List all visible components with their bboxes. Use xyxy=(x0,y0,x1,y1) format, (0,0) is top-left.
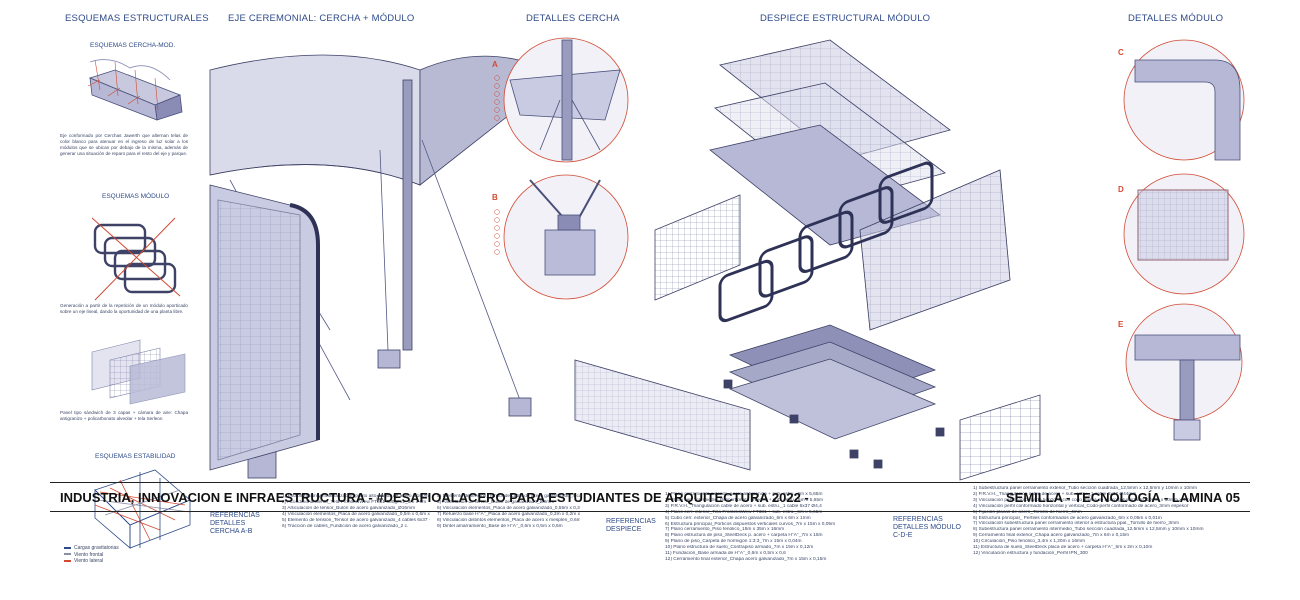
note-line: 3) Articulación de tensor_Bulón de acero… xyxy=(282,505,416,511)
note-line: 12) Cerramiento final exterior_Chapa ace… xyxy=(665,556,827,562)
note-line: 7) Plano cerramiento_Piso fenólico_15m x… xyxy=(665,527,785,533)
legend-label: Cargas gravitatorias xyxy=(74,545,119,551)
note-line: 6) Estructura principal_ Perfiles confor… xyxy=(973,515,1162,521)
note-line: 5) Elemento de tensión_Tensor de cable d… xyxy=(437,494,580,499)
legend-swatch xyxy=(64,553,71,556)
header-detalles-cercha: DETALLES CERCHA xyxy=(526,13,620,24)
header-despiece: DESPIECE ESTRUCTURAL MÓDULO xyxy=(760,13,931,24)
schema-cercha-mod xyxy=(87,59,183,121)
note-line: 2) Plano cerr. intermedio_Policarbonato … xyxy=(665,497,823,503)
note-line: 4) Vinculación perfil conformado horizon… xyxy=(973,503,1189,509)
note-line: 1) Estabilización y materialización punt… xyxy=(282,494,430,499)
note-line: 5) Cubo cerr. exterior_Chapa de acero ga… xyxy=(665,515,811,521)
legend-item: Viento frontal xyxy=(64,552,119,559)
note-line: 5) Fijación placas de acero_Tornillo de … xyxy=(973,509,1082,515)
note-line: 3) P.R.V.H._Triangulación cable de acero… xyxy=(665,503,822,509)
detail-circle-c xyxy=(1123,39,1245,161)
references-despiece: REFERENCIAS DESPIECE xyxy=(606,518,656,533)
note-line: 4) Vinculación elementos_Placa de acero … xyxy=(282,511,430,517)
note-line: 2) P.R.V.H._Triangulación cable de acero… xyxy=(973,491,1137,497)
footer-title: INDUSTRIA, INNOVACION E INFRAESTRUCTURA … xyxy=(60,490,809,505)
legend-swatch xyxy=(64,546,71,549)
notes-ab-col2: 5) Elemento de tensión_Tensor de cable d… xyxy=(437,494,580,529)
despiece-drawing xyxy=(574,39,1041,481)
note-line: 5) Elemento de tensión_Tensor de acero g… xyxy=(282,517,430,523)
detail-letter-b: B xyxy=(492,193,498,202)
legend-item: Viento lateral xyxy=(64,558,119,565)
detail-letter-d: D xyxy=(1118,185,1124,194)
para-modulo: Generación a partir de la repetición de … xyxy=(60,303,188,314)
note-line: 1) Plano cerramiento exterior_Acero anti… xyxy=(665,492,823,497)
detail-letter-a: A xyxy=(492,60,498,69)
note-line: 7) Refuerzo base H°A°_Placa de acero gal… xyxy=(437,511,580,517)
footer-sheet-label: SEMILLA - TECNOLOGÍA - LAMINA 05 xyxy=(1006,490,1240,505)
note-line: 12) Vinculación estructura y fundación_P… xyxy=(973,550,1088,556)
note-line: 10) Circulación_Piso fenólico_3,4m x 1,2… xyxy=(973,539,1085,545)
note-line: 1) Subestructura panel cerramiento exter… xyxy=(973,486,1198,491)
note-line: 10) Plano estructura de suelo_Contrapiso… xyxy=(665,545,814,551)
legend-swatch xyxy=(64,559,71,562)
para-panel: Panel tipo sándwich de 3 capas + cámara … xyxy=(60,410,188,421)
detail-letter-c: C xyxy=(1118,48,1124,57)
sub-estabilidad: ESQUEMAS ESTABILIDAD xyxy=(95,453,176,460)
note-line: 8) Vinculación distintos elementos_Placa… xyxy=(437,517,580,523)
schema-estabilidad xyxy=(94,469,191,549)
note-line: 9) Plano de piso_Carpeta de hormigón 1:3… xyxy=(665,539,802,545)
note-line: 9) Dintel amarramiento_Base de H°A°_0,6m… xyxy=(437,523,563,529)
schema-panel xyxy=(91,339,186,405)
note-line: 7) Vinculación subestructura panel cerra… xyxy=(973,521,1180,527)
header-detalles-modulo: DETALLES MÓDULO xyxy=(1128,13,1224,24)
note-line: 9) Cerramiento final exterior_Chapa acer… xyxy=(973,533,1129,539)
references-ab: REFERENCIAS DETALLES CERCHA A-B xyxy=(210,512,260,535)
note-line: 11) Estructura de suelo_SteelDeck placa … xyxy=(973,545,1153,551)
notes-ab-col1: 1) Estabilización y materialización punt… xyxy=(282,494,430,529)
notes-cde: 1) Subestructura panel cerramiento exter… xyxy=(973,486,1245,557)
note-line: 2) Acondicionamiento_Tela FronteksWew FT… xyxy=(282,499,427,505)
legend-item: Cargas gravitatorias xyxy=(64,545,119,552)
detail-circle-d xyxy=(1123,173,1245,295)
note-line: 8) Subestructura panel cerramiento inter… xyxy=(973,527,1204,533)
note-line: 8) Plano estructura de piso_SteelDeck p.… xyxy=(665,533,823,539)
note-line: 3) Vinculación perfil conformado horizon… xyxy=(973,497,1194,503)
note-line: 4) Plano cerr. interior_Tela FronteksWew… xyxy=(665,509,823,515)
legend-estabilidad: Cargas gravitatorias Viento frontal Vien… xyxy=(64,545,119,565)
para-cercha: Eje conformado por Cerchas Jawerth que a… xyxy=(60,133,188,156)
note-line: 6) Estructura principal_Pórticos dispues… xyxy=(665,521,836,527)
note-line: 6) Vinculación elementos_Placa de acero … xyxy=(437,505,580,511)
note-line: 11) Fundación_Base armada de H°A°_0,6m x… xyxy=(665,551,786,557)
eje-ceremonial-drawing xyxy=(209,54,561,479)
detail-circle-a xyxy=(503,37,629,163)
sub-cercha-mod: ESQUEMAS CERCHA-MOD. xyxy=(90,42,176,49)
detail-letter-e: E xyxy=(1118,320,1124,329)
note-line: 3) Articulación de tensor_Bulón de galva… xyxy=(437,499,555,505)
header-eje-ceremonial: EJE CEREMONIAL: CERCHA + MÓDULO xyxy=(228,13,415,24)
detail-circle-e xyxy=(1125,303,1243,441)
schema-modulo xyxy=(91,217,181,301)
detail-circle-b xyxy=(503,174,629,300)
notes-despiece: 1) Plano cerramiento exterior_Acero anti… xyxy=(665,492,885,563)
header-esquemas-estructurales: ESQUEMAS ESTRUCTURALES xyxy=(65,13,209,24)
detail-callouts-ab xyxy=(494,75,500,255)
legend-label: Viento lateral xyxy=(74,558,104,564)
references-cde: REFERENCIAS DETALLES MÓDULO C-D-E xyxy=(893,516,961,539)
note-line: 6) Tracción de cables_Fundición de acero… xyxy=(282,523,409,529)
legend-label: Viento frontal xyxy=(74,551,104,558)
sub-modulo: ESQUEMAS MÓDULO xyxy=(102,193,170,200)
footer-bar: INDUSTRIA, INNOVACION E INFRAESTRUCTURA … xyxy=(50,482,1250,512)
